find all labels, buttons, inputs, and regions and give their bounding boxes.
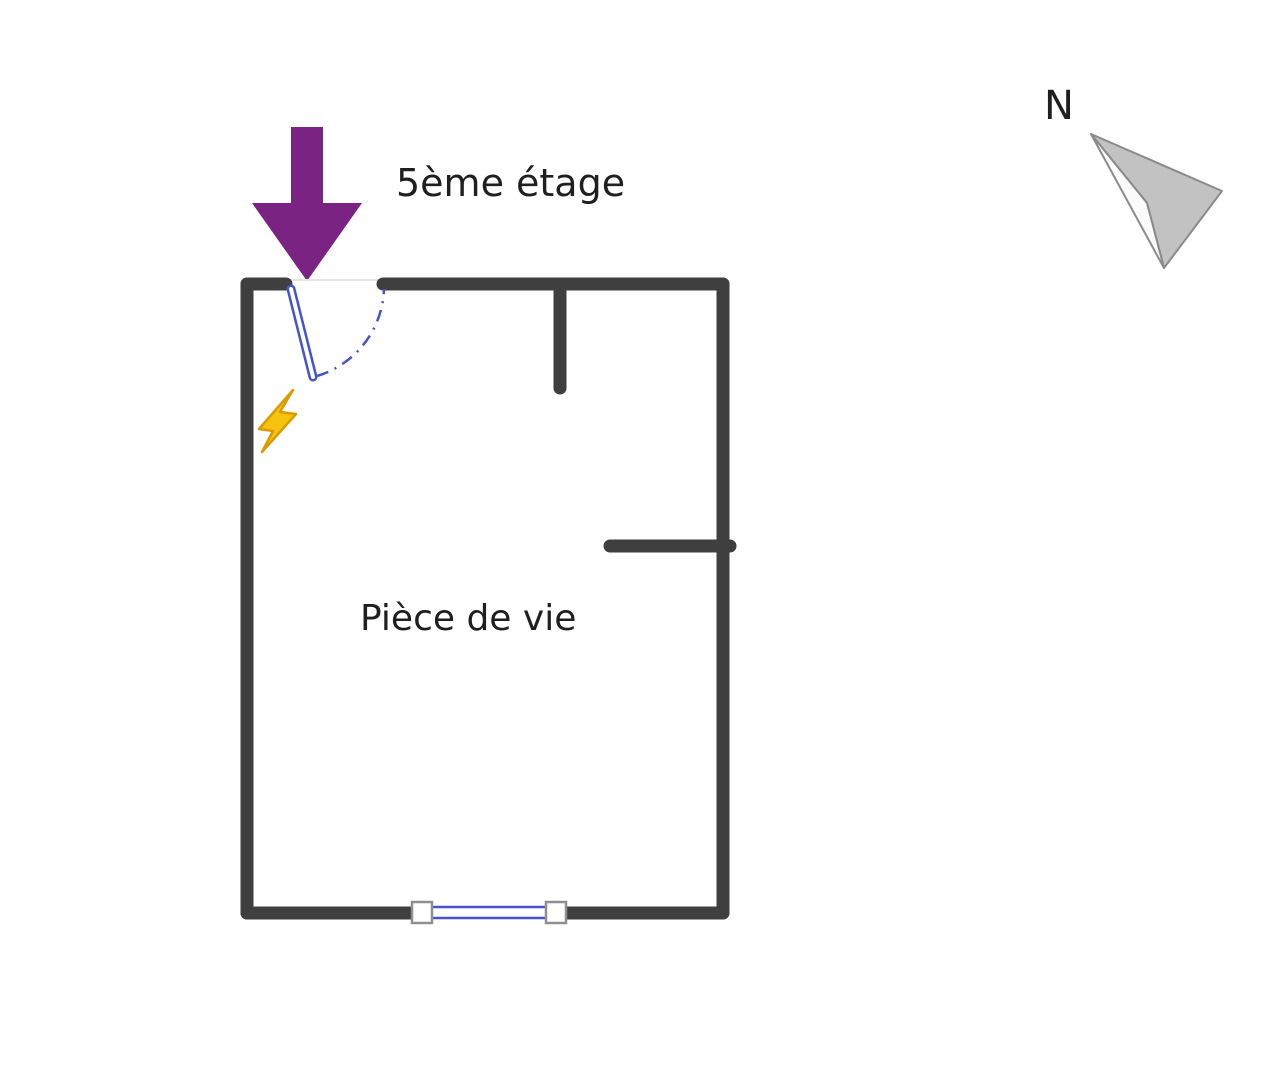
door-swing-icon (286, 284, 386, 382)
window-jamb-right (544, 900, 568, 925)
door-leaf-inner (289, 287, 315, 379)
room-label: Pièce de vie (360, 598, 576, 639)
compass-north-arrow-fold (1090, 133, 1165, 269)
compass: N (1044, 83, 1223, 269)
entrance-arrow-icon (252, 127, 362, 281)
lightning-icon (257, 388, 298, 454)
compass-north-label: N (1044, 83, 1074, 129)
floor-label: 5ème étage (396, 161, 625, 205)
door-swing-arc (316, 288, 386, 378)
room-walls (240, 277, 737, 920)
window-icon (410, 900, 568, 925)
window-jamb-left (410, 900, 434, 925)
